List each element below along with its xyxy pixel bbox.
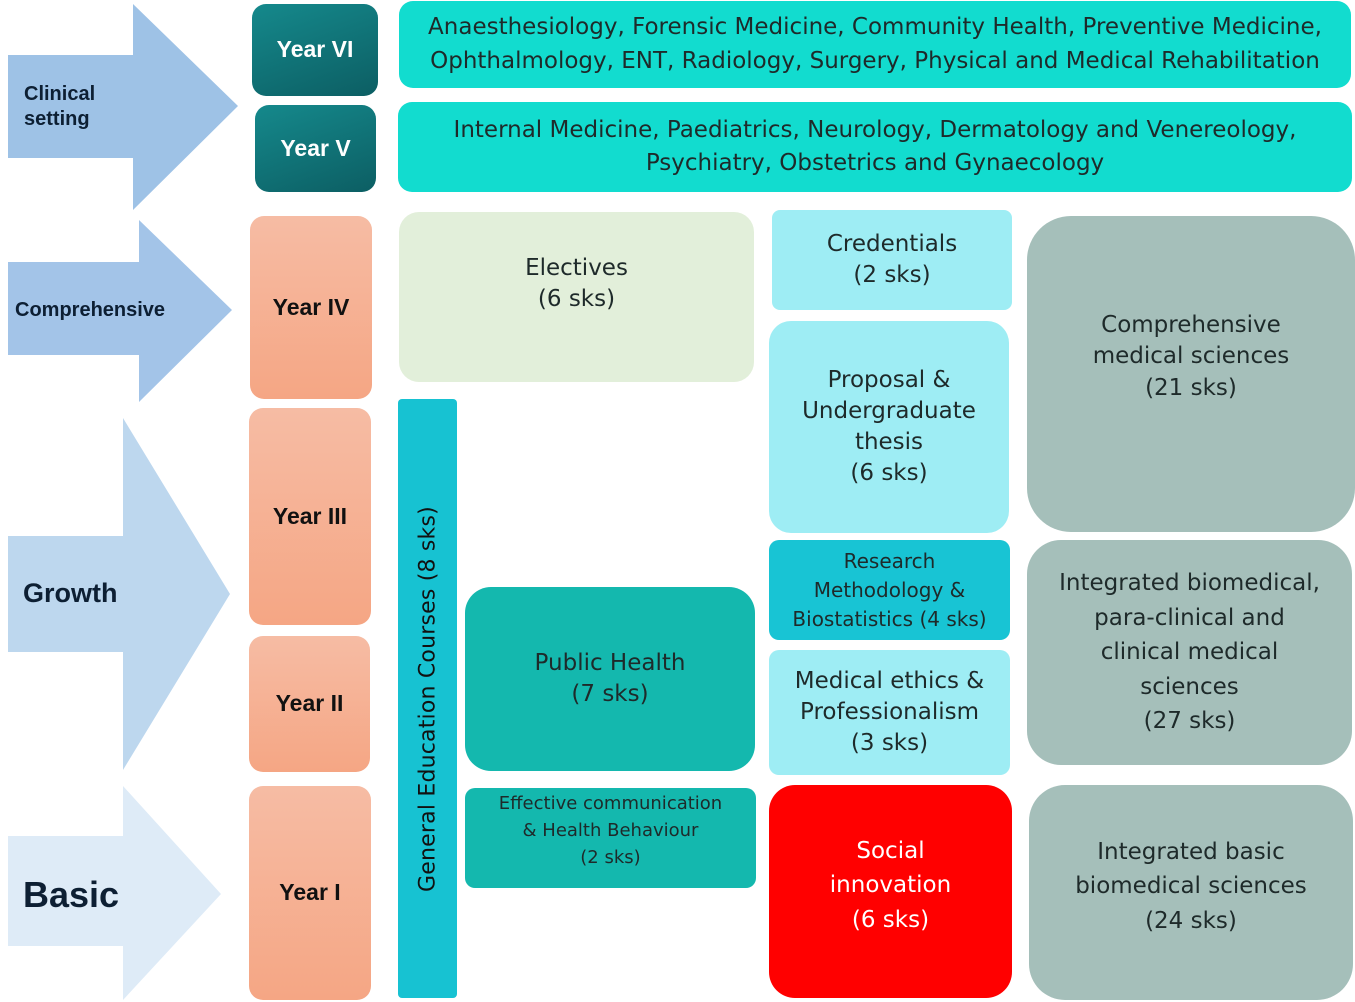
year-6-label: Year VI bbox=[252, 4, 378, 96]
stage-label-basic: Basic bbox=[23, 874, 120, 915]
electives-box: Electives (6 sks) bbox=[399, 212, 754, 382]
effective-communication-box: Effective communication & Health Behavio… bbox=[465, 788, 756, 888]
general-education-label: General Education Courses (8 sks) bbox=[415, 505, 440, 892]
thesis-box: Proposal & Undergraduate thesis (6 sks) bbox=[769, 321, 1009, 533]
stage-label-clinical: Clinical setting bbox=[24, 83, 96, 130]
public-health-box: Public Health (7 sks) bbox=[465, 587, 755, 771]
year-5-label: Year V bbox=[255, 105, 376, 192]
comprehensive-medical-sciences-box: Comprehensive medical sciences (21 sks) bbox=[1027, 216, 1355, 532]
comprehensive-stage-arrow bbox=[8, 220, 232, 402]
general-education-courses: General Education Courses (8 sks) bbox=[398, 399, 457, 998]
year-3-label: Year III bbox=[249, 408, 371, 625]
stage-label-growth: Growth bbox=[23, 578, 118, 608]
medical-ethics-box: Medical ethics & Professionalism (3 sks) bbox=[769, 650, 1010, 775]
year-2-label: Year II bbox=[249, 636, 370, 772]
integrated-clinical-sciences-box: Integrated biomedical, para-clinical and… bbox=[1027, 540, 1352, 765]
growth-stage-arrow bbox=[8, 418, 230, 770]
clinical-stage-arrow bbox=[8, 4, 238, 210]
year-4-label: Year IV bbox=[250, 216, 372, 399]
year-6-rotations: Anaesthesiology, Forensic Medicine, Comm… bbox=[399, 1, 1351, 88]
stage-label-comprehensive: Comprehensive bbox=[15, 299, 166, 321]
integrated-basic-sciences-box: Integrated basic biomedical sciences (24… bbox=[1029, 785, 1353, 1000]
research-methodology-box: Research Methodology & Biostatistics (4 … bbox=[769, 540, 1010, 640]
year-5-rotations: Internal Medicine, Paediatrics, Neurolog… bbox=[398, 102, 1352, 192]
year-1-label: Year I bbox=[249, 786, 371, 1000]
credentials-box: Credentials (2 sks) bbox=[772, 210, 1012, 310]
basic-stage-arrow bbox=[8, 786, 221, 1000]
social-innovation-box: Social innovation (6 sks) bbox=[769, 785, 1012, 998]
